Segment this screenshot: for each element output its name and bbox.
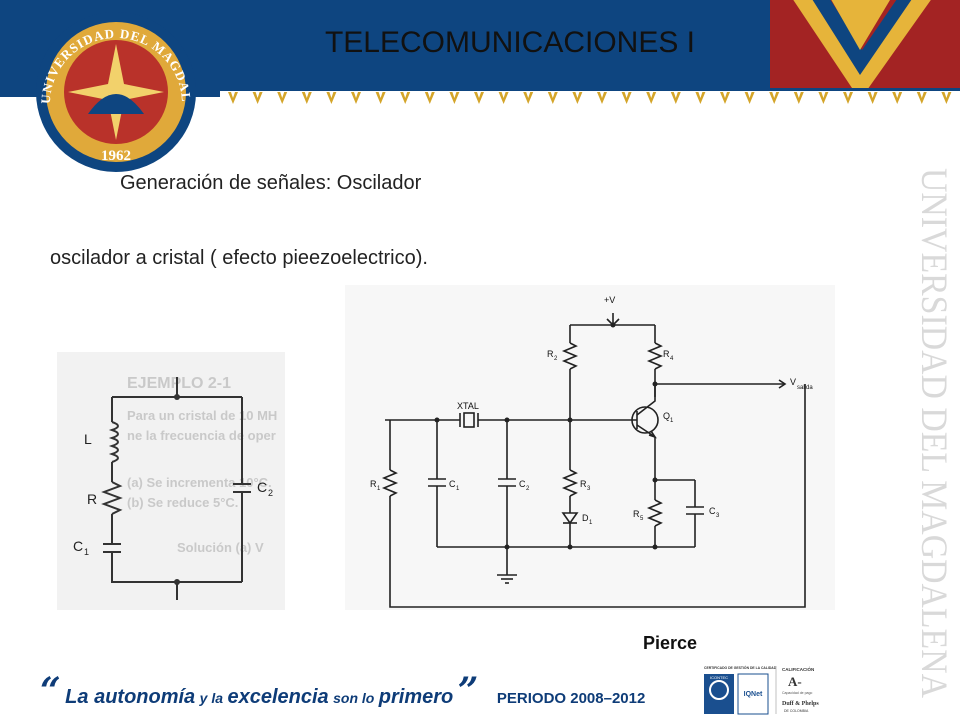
label-L: L xyxy=(84,431,92,447)
v-pattern-mark xyxy=(400,92,411,104)
slogan-word-1: La autonomía xyxy=(65,686,196,708)
left-oscillator-circuit: EJEMPLO 2-1 Para un cristal de 10 MH ne … xyxy=(57,352,285,610)
v-pattern-mark xyxy=(670,92,681,104)
v-pattern-mark xyxy=(326,92,337,104)
v-pattern-mark xyxy=(720,92,730,104)
icontec-label: ICONTEC xyxy=(710,675,728,680)
decorative-v-band xyxy=(220,88,960,106)
faded-text-5: (b) Se reduce 5°C. xyxy=(127,495,238,510)
label-Q1: Q xyxy=(663,411,670,421)
label-C1-sub: 1 xyxy=(456,486,460,492)
faded-text-3: ne la frecuencia de oper xyxy=(127,428,276,443)
v-pattern-mark xyxy=(277,92,288,104)
slogan-word-5: primero xyxy=(378,686,454,708)
v-pattern-mark xyxy=(892,92,903,104)
v-pattern-mark xyxy=(547,92,558,104)
label-R5-sub: 5 xyxy=(640,516,644,522)
period-text: PERIODO 2008–2012 xyxy=(496,690,646,707)
pierce-oscillator-circuit: +V XTAL R 2 R 4 Q 1 V salida R 1 C 1 C 2… xyxy=(345,285,835,610)
label-C2: C xyxy=(257,479,267,495)
label-xtal: XTAL xyxy=(457,401,479,411)
rating-title: CALIFICACIÓN xyxy=(782,665,814,672)
label-R: R xyxy=(87,491,97,507)
v-pattern-mark xyxy=(843,92,853,104)
label-R2: R xyxy=(547,349,554,359)
v-pattern-mark xyxy=(351,92,361,104)
label-C1: C xyxy=(449,479,456,489)
side-university-name: UNIVERSIDAD DEL MAGDALENA xyxy=(913,168,952,698)
label-C2-sub: 2 xyxy=(268,488,273,498)
v-pattern-mark xyxy=(301,92,312,104)
label-C3: C xyxy=(709,506,716,516)
slide-description: oscilador a cristal ( efecto pieezoelect… xyxy=(50,247,428,269)
label-R5: R xyxy=(633,509,640,519)
slogan-word-2: y la xyxy=(199,690,223,706)
v-pattern-mark xyxy=(523,92,534,104)
label-D1: D xyxy=(582,513,589,523)
label-R4-sub: 4 xyxy=(670,356,674,362)
rating-value: A- xyxy=(788,674,802,689)
faded-text-1: EJEMPLO 2-1 xyxy=(127,375,231,392)
slogan-word-4: son lo xyxy=(333,690,375,706)
v-pattern-mark xyxy=(228,92,238,104)
v-pattern-mark xyxy=(375,92,386,104)
v-pattern-mark xyxy=(916,92,927,104)
label-vout: V xyxy=(790,377,796,387)
slogan-open-quote: “ xyxy=(40,670,61,712)
label-R1: R xyxy=(370,479,377,489)
iso-cert-title: CERTIFICADO DE GESTIÓN DE LA CALIDAD xyxy=(704,665,777,670)
v-pattern-mark xyxy=(621,92,632,104)
v-pattern-mark xyxy=(793,92,804,104)
footer-slogan: “ La autonomía y la excelencia son lo pr… xyxy=(40,670,660,716)
label-R3: R xyxy=(580,479,587,489)
v-pattern-mark xyxy=(498,92,509,104)
v-pattern-mark xyxy=(424,92,435,104)
label-D1-sub: 1 xyxy=(589,520,593,526)
label-R2-sub: 2 xyxy=(554,356,558,362)
v-pattern-mark xyxy=(572,92,583,104)
page-title: TELECOMUNICACIONES I xyxy=(324,26,696,59)
faded-text-4: (a) Se incrementa 10°C. xyxy=(127,475,272,490)
v-pattern-mark xyxy=(646,92,657,104)
label-C2-sub: 2 xyxy=(526,486,530,492)
slide-subtitle: Generación de señales: Oscilador xyxy=(120,172,422,194)
label-C3-sub: 3 xyxy=(716,513,720,519)
label-Q1-sub: 1 xyxy=(670,418,674,424)
label-C1-sub: 1 xyxy=(84,547,89,557)
label-R4: R xyxy=(663,349,670,359)
label-C2: C xyxy=(519,479,526,489)
v-pattern-mark xyxy=(449,92,460,104)
v-pattern-mark xyxy=(818,92,829,104)
rating-desc: Capacidad de pago xyxy=(782,691,812,695)
label-R1-sub: 1 xyxy=(377,486,381,492)
label-supply: +V xyxy=(604,295,615,305)
v-pattern-mark xyxy=(474,92,484,104)
v-pattern-mark xyxy=(744,92,755,104)
faded-text-2: Para un cristal de 10 MH xyxy=(127,408,277,423)
iqnet-label: IQNet xyxy=(744,691,763,698)
slogan-word-3: excelencia xyxy=(227,686,329,708)
circuit-caption: Pierce xyxy=(643,633,698,653)
v-pattern-mark xyxy=(695,92,706,104)
rating-agency-sub: DE COLOMBIA xyxy=(784,709,809,713)
label-vout-sub: salida xyxy=(797,385,813,391)
university-logo: UNIVERSIDAD DEL MAGDALENA 1962 xyxy=(28,4,196,172)
label-R3-sub: 3 xyxy=(587,486,591,492)
rating-agency: Duff & Phelps xyxy=(782,701,819,707)
side-text: UNIVERSIDAD DEL MAGDALENA xyxy=(913,168,952,698)
v-pattern-mark xyxy=(597,92,607,104)
v-pattern-mark xyxy=(252,92,263,104)
v-pattern-mark xyxy=(941,92,952,104)
logo-year: 1962 xyxy=(101,148,131,164)
faded-text-6: Solución (a) V xyxy=(177,540,264,555)
certification-logos: CERTIFICADO DE GESTIÓN DE LA CALIDAD ICO… xyxy=(704,665,819,715)
v-pattern-mark xyxy=(867,92,878,104)
v-pattern-mark xyxy=(769,92,780,104)
slogan-close-quote: ” xyxy=(457,670,479,712)
v-emblem-icon xyxy=(793,0,931,97)
label-C1: C xyxy=(73,538,83,554)
